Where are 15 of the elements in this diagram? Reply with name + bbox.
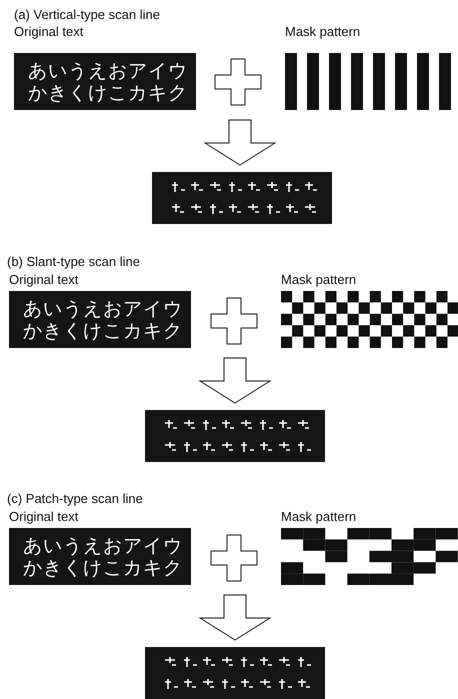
japanese-text: あいうえおアイウかきくけこカキク [23, 298, 184, 342]
japanese-text: あいうえおアイウかきくけこカキク [23, 535, 184, 579]
heading: Mask pattern [281, 509, 358, 525]
block-arrow [203, 120, 277, 166]
block-arrow [198, 358, 272, 404]
section-title: (c) Patch-type scan line [7, 491, 143, 506]
heading: Original text [9, 272, 80, 288]
section-title: (a) Vertical-type scan line [14, 7, 160, 22]
heading: Mask pattern [285, 24, 362, 40]
heading: Mask pattern [281, 272, 358, 288]
heading: Original text [14, 24, 84, 40]
heading: Original text [9, 509, 80, 525]
japanese-text: あいうえおアイウかきくけこカキク [28, 60, 189, 104]
section-title: (b) Slant-type scan line [7, 254, 140, 269]
block-arrow [198, 594, 272, 641]
